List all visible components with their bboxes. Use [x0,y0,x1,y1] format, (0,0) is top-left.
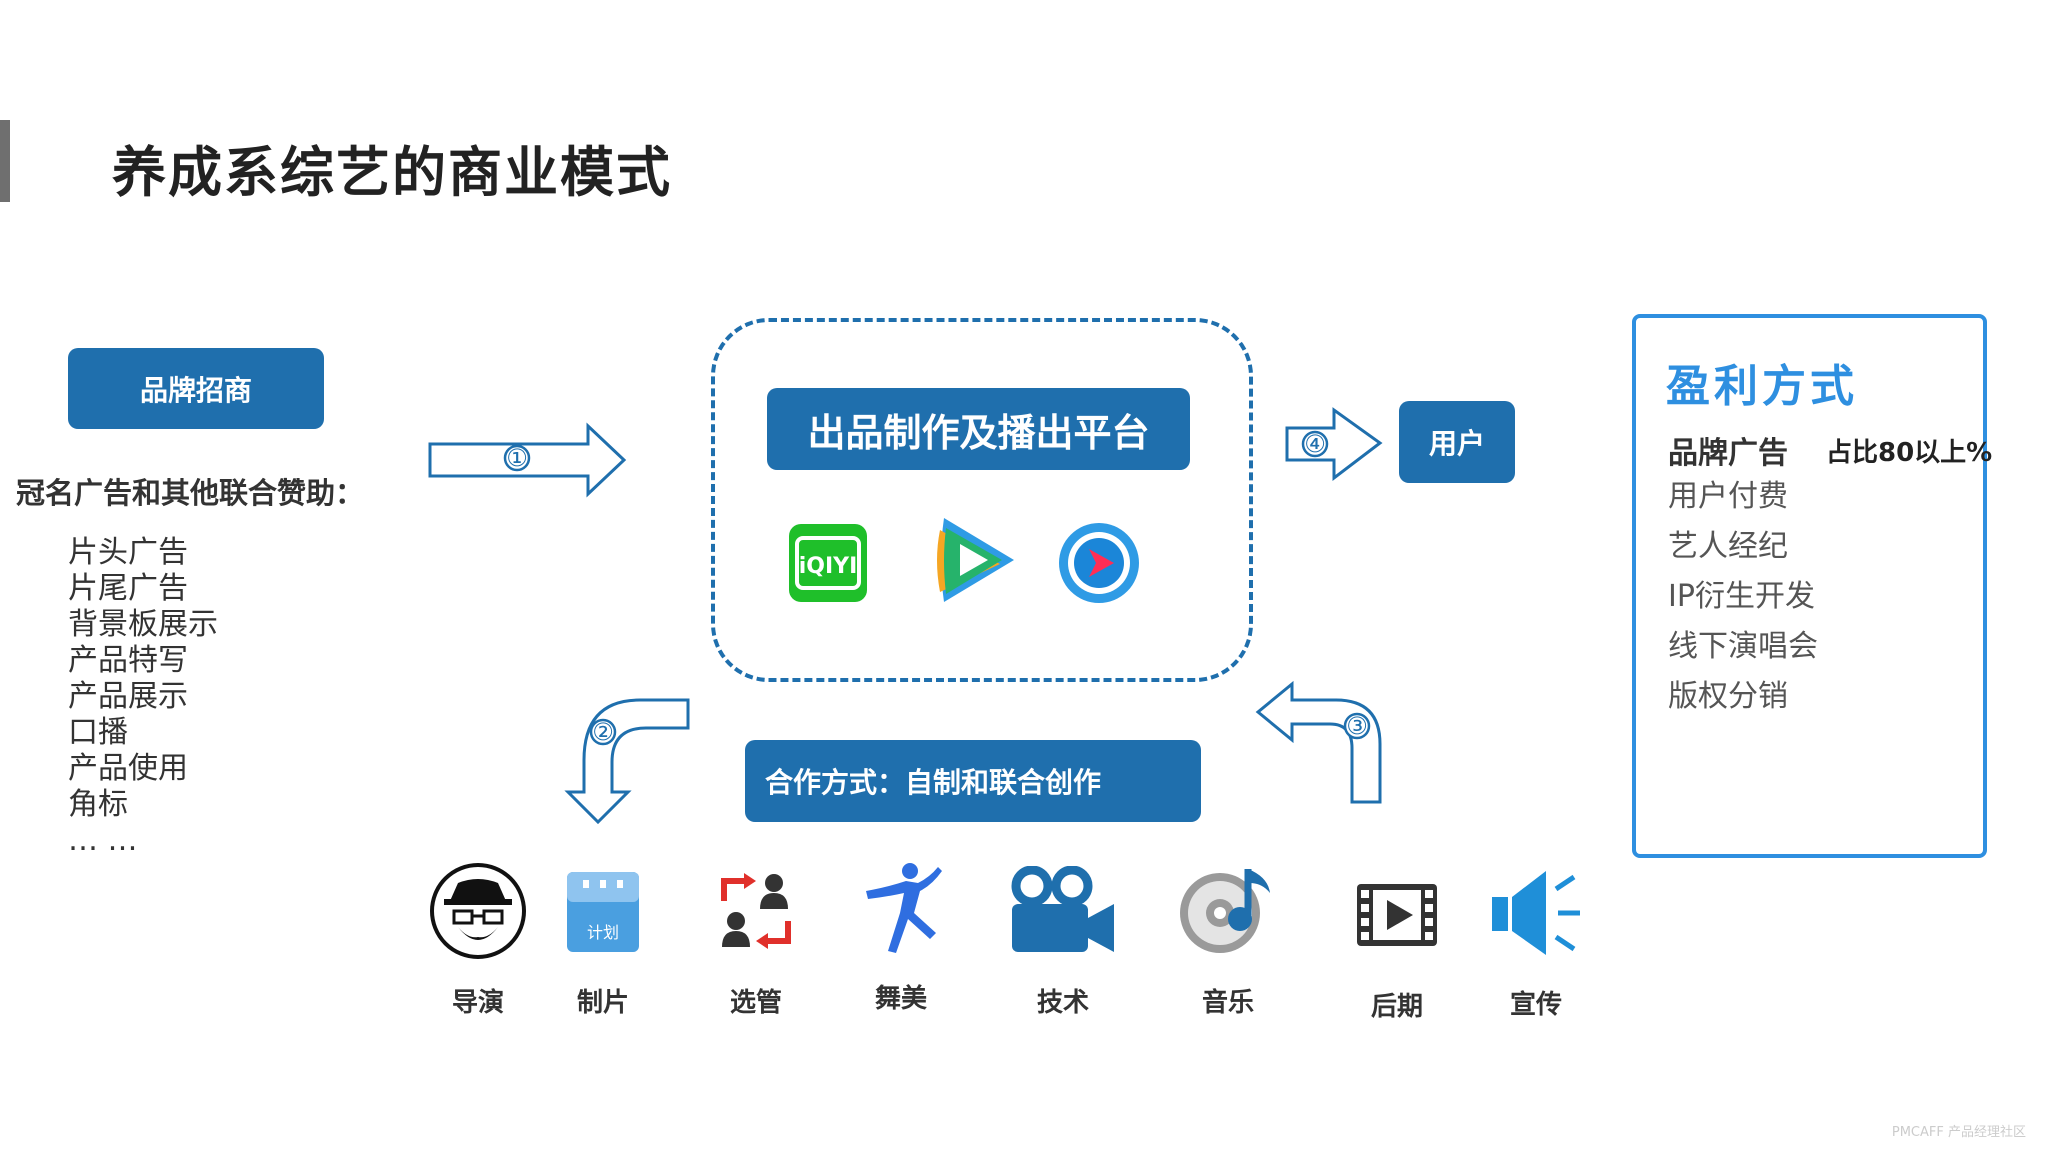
profit-item: IP衍生开发 [1668,579,1815,614]
schedule-icon: 计划 [548,856,658,966]
iqiyi-logo: iQIYI [789,524,867,602]
film-play-icon [1342,860,1452,970]
profit-item: 艺人经纪 [1668,529,1788,564]
schedule-icon-text: 计划 [587,923,619,942]
page-title: 养成系综艺的商业模式 [112,141,672,204]
role-label: 宣传 [1509,990,1562,1020]
video-camera-icon [1008,856,1118,966]
platform-container [711,318,1253,682]
sponsor-item: 产品特写 [68,643,188,678]
profit-item: 线下演唱会 [1668,629,1818,664]
platform-button[interactable]: 出品制作及播出平台 [767,388,1190,470]
profit-brand-ads-share: 占比80以上% [1826,438,1993,468]
sponsor-item: 片头广告 [68,535,188,570]
tencent-video-logo [937,518,1014,602]
sponsor-item: 产品使用 [68,751,188,786]
youku-logo [1059,523,1139,603]
role-producer: 计划 制片 [528,856,678,1019]
arrow-4-number: ④ [1304,430,1326,458]
role-label: 后期 [1370,992,1423,1022]
profit-title: 盈利方式 [1666,361,1858,412]
role-promotion: 宣传 [1461,858,1611,1021]
sponsor-item: 背景板展示 [68,607,218,642]
watermark: PMCAFF 产品经理社区 [1891,1125,2026,1140]
iqiyi-logo-text: iQIYI [799,554,858,579]
speaker-icon [1481,858,1591,968]
profit-item-brand-ads: 品牌广告 [1668,436,1788,471]
role-label: 导演 [451,988,504,1018]
arrow-1: ① [428,422,627,498]
role-director: 导演 [403,856,553,1019]
arrow-2: ② [564,698,690,825]
arrow-4: ④ [1285,407,1383,482]
title-accent-bar [0,120,10,202]
exchange-people-icon [701,856,811,966]
sponsor-heading: 冠名广告和其他联合赞助： [16,476,365,510]
profit-item: 版权分销 [1668,679,1788,714]
music-disc-icon [1173,856,1283,966]
cooperation-button[interactable]: 合作方式：自制和联合创作 [745,740,1201,822]
role-label: 音乐 [1201,988,1254,1018]
dancer-icon [846,852,956,962]
profit-panel [1632,314,1987,858]
arrow-3: ③ [1255,680,1382,804]
sponsor-item: 片尾广告 [68,571,188,606]
role-contestant-management: 选管 [681,856,831,1019]
role-technology: 技术 [988,856,1138,1019]
user-button[interactable]: 用户 [1399,401,1515,483]
role-post-production: 后期 [1322,860,1472,1023]
arrow-1-number: ① [506,444,528,472]
role-label: 舞美 [874,984,927,1014]
role-label: 制片 [576,988,629,1018]
role-music: 音乐 [1153,856,1303,1019]
profit-list: 用户付费 艺人经纪 IP衍生开发 线下演唱会 版权分销 [1668,472,1818,722]
profit-item: 用户付费 [1668,479,1788,514]
arrow-3-number: ③ [1346,712,1368,740]
arrow-2-number: ② [592,718,614,746]
role-label: 选管 [729,988,782,1018]
sponsor-item: 口播 [68,715,128,750]
role-stage-art: 舞美 [826,852,976,1015]
brand-sponsorship-button[interactable]: 品牌招商 [68,348,324,429]
director-icon [423,856,533,966]
role-label: 技术 [1036,988,1089,1018]
sponsor-item-ellipsis: … … [68,823,138,858]
sponsor-item: 角标 [68,787,128,822]
sponsor-list: 片头广告 片尾广告 背景板展示 产品特写 产品展示 口播 产品使用 角标 … … [68,535,218,859]
sponsor-item: 产品展示 [68,679,188,714]
